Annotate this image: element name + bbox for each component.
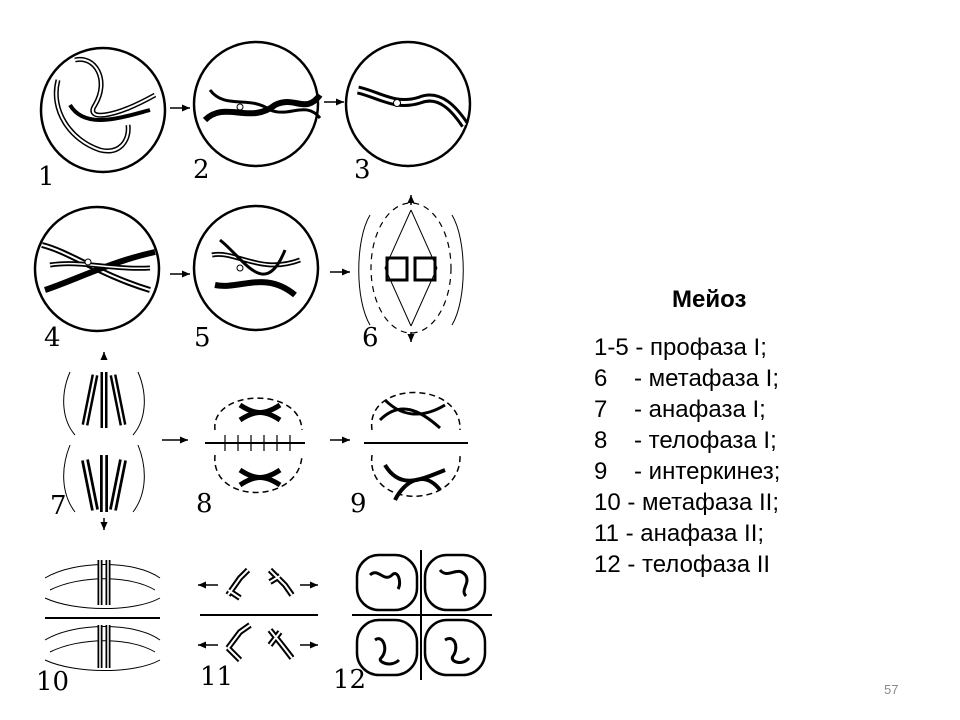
panel-11-anaphase-2: [198, 567, 318, 663]
panel-number-8: 8: [196, 489, 213, 519]
panel-8-telophase-1: [205, 397, 305, 494]
panel-number-9: 9: [350, 489, 367, 519]
legend-item: 8 - телофаза I;: [594, 427, 777, 454]
panel-6-metaphase-1: [358, 195, 464, 342]
page-number: 57: [884, 682, 899, 697]
legend: Мейоз 1-5 - профаза I; 6 - метафаза I; 7…: [594, 286, 934, 580]
legend-item: 12 - телофаза II: [594, 551, 771, 578]
panel-number-12: 12: [333, 665, 366, 695]
panel-9-interkinesis: [364, 391, 468, 501]
panel-number-6: 6: [362, 323, 379, 353]
legend-title: Мейоз: [672, 286, 747, 313]
panel-number-4: 4: [44, 323, 61, 353]
panel-5-diakinesis: [192, 204, 320, 332]
panel-12-telophase-2: [352, 550, 492, 680]
panel-number-2: 2: [193, 155, 210, 185]
legend-item: 1-5 - профаза I;: [594, 334, 767, 361]
panel-1-leptotene: [39, 46, 167, 174]
legend-item: 11 - анафаза II;: [594, 520, 765, 547]
panel-number-5: 5: [194, 323, 211, 353]
panel-number-7: 7: [50, 491, 67, 521]
panel-2-zygotene: [192, 40, 323, 168]
panel-4-diplotene: [33, 205, 161, 333]
legend-item: 7 - анафаза I;: [594, 396, 766, 423]
legend-item: 9 - интеркинез;: [594, 458, 781, 485]
panel-10-metaphase-2: [44, 560, 161, 671]
legend-item: 6 - метафаза I;: [594, 365, 779, 392]
legend-item: 10 - метафаза II;: [594, 489, 779, 516]
panel-7-anaphase-1: [63, 352, 145, 530]
panel-number-10: 10: [36, 667, 69, 697]
panel-number-11: 11: [200, 662, 233, 692]
panel-3-pachytene: [344, 40, 472, 168]
panel-number-3: 3: [354, 155, 371, 185]
panel-number-1: 1: [38, 162, 55, 192]
